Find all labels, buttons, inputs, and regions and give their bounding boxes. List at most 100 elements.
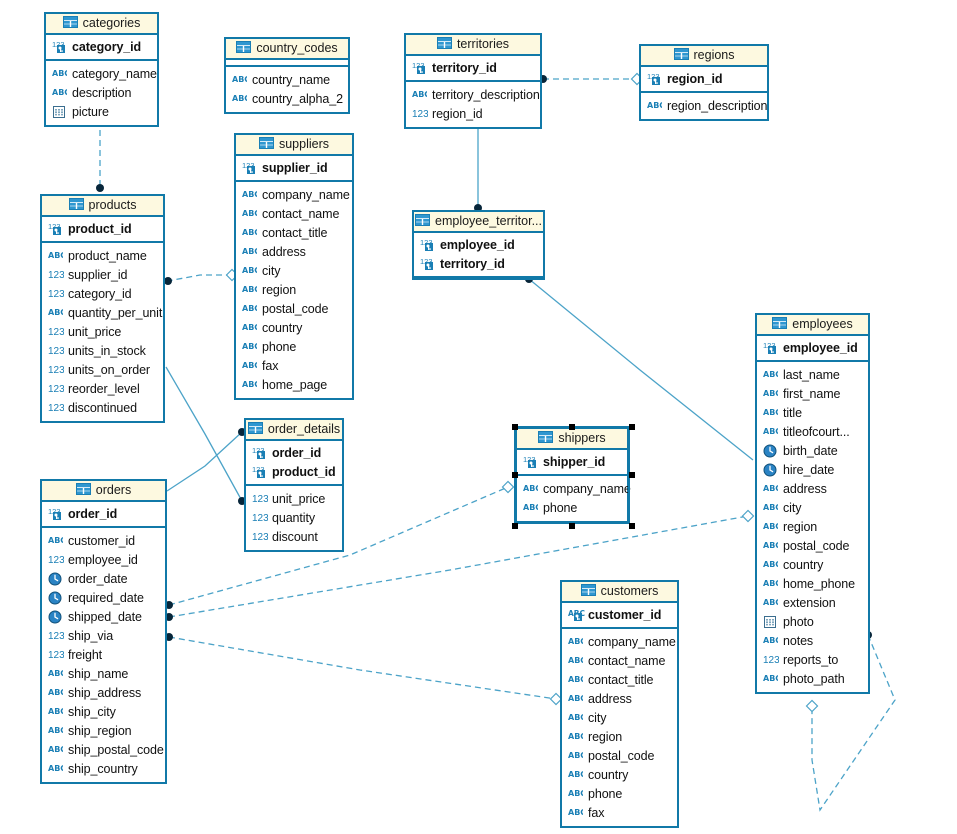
table-orders[interactable]: orders 123order_idABCcustomer_id123employ…: [40, 479, 167, 784]
table-suppliers[interactable]: suppliers123supplier_idABCcompany_nameAB…: [234, 133, 354, 400]
column-row-region[interactable]: ABCregion: [757, 517, 868, 536]
column-row-company_name[interactable]: ABCcompany_name: [517, 479, 631, 498]
column-row-contact_name[interactable]: ABCcontact_name: [562, 651, 677, 670]
column-row-postal_code[interactable]: ABCpostal_code: [562, 746, 677, 765]
table-country_codes[interactable]: country_codesABCcountry_nameABCcountry_a…: [224, 37, 350, 114]
column-row-photo[interactable]: photo: [757, 612, 868, 631]
table-header-order_details[interactable]: order_details: [246, 420, 342, 441]
column-row-ship_address[interactable]: ABCship_address: [42, 683, 165, 702]
column-row-ship_postal_code[interactable]: ABCship_postal_code: [42, 740, 165, 759]
column-row-customer_id[interactable]: ABCcustomer_id: [42, 531, 165, 550]
column-row-title[interactable]: ABCtitle: [757, 403, 868, 422]
column-row-contact_title[interactable]: ABCcontact_title: [236, 223, 352, 242]
table-products[interactable]: products 123product_idABCproduct_name123s…: [40, 194, 165, 423]
column-row-city[interactable]: ABCcity: [562, 708, 677, 727]
rel-territories-regions[interactable]: [539, 72, 644, 86]
rel-orders-customers[interactable]: [165, 633, 563, 706]
column-row-first_name[interactable]: ABCfirst_name: [757, 384, 868, 403]
table-header-customers[interactable]: customers: [562, 582, 677, 603]
table-customers[interactable]: customersABCcustomer_idABCcompany_nameAB…: [560, 580, 679, 828]
table-header-territories[interactable]: territories: [406, 35, 540, 56]
table-header-products[interactable]: products: [42, 196, 163, 217]
table-header-employee_territories[interactable]: employee_territor...: [414, 212, 543, 233]
column-row-company_name[interactable]: ABCcompany_name: [562, 632, 677, 651]
column-row-country_name[interactable]: ABCcountry_name: [226, 70, 348, 89]
column-row-category_name[interactable]: ABCcategory_name: [46, 64, 157, 83]
column-row-ship_country[interactable]: ABCship_country: [42, 759, 165, 778]
column-row-description[interactable]: ABCdescription: [46, 83, 157, 102]
column-row-fax[interactable]: ABCfax: [562, 803, 677, 822]
rel-suppliers-products[interactable]: [164, 268, 239, 286]
column-row-order_date[interactable]: order_date: [42, 569, 165, 588]
column-row-ship_name[interactable]: ABCship_name: [42, 664, 165, 683]
column-row-ship_region[interactable]: ABCship_region: [42, 721, 165, 740]
column-row-required_date[interactable]: required_date: [42, 588, 165, 607]
table-header-suppliers[interactable]: suppliers: [236, 135, 352, 156]
table-territories[interactable]: territories 123territory_idABCterritory_d…: [404, 33, 542, 129]
column-row-address[interactable]: ABCaddress: [757, 479, 868, 498]
column-row-region[interactable]: ABCregion: [236, 280, 352, 299]
column-row-region_description[interactable]: ABCregion_description: [641, 96, 767, 115]
column-row-birth_date[interactable]: birth_date: [757, 441, 868, 460]
column-row-country_alpha_2[interactable]: ABCcountry_alpha_2: [226, 89, 348, 108]
column-row-address[interactable]: ABCaddress: [562, 689, 677, 708]
column-row-photo_path[interactable]: ABCphoto_path: [757, 669, 868, 688]
column-row-country[interactable]: ABCcountry: [757, 555, 868, 574]
table-categories[interactable]: categories 123category_idABCcategory_name…: [44, 12, 159, 127]
column-row-country[interactable]: ABCcountry: [236, 318, 352, 337]
column-row-contact_name[interactable]: ABCcontact_name: [236, 204, 352, 223]
column-row-phone[interactable]: ABCphone: [562, 784, 677, 803]
column-row-product_name[interactable]: ABCproduct_name: [42, 246, 163, 265]
column-row-phone[interactable]: ABCphone: [236, 337, 352, 356]
column-row-territory_description[interactable]: ABCterritory_description: [406, 85, 540, 104]
table-header-country_codes[interactable]: country_codes: [226, 39, 348, 60]
table-header-employees[interactable]: employees: [757, 315, 868, 336]
column-row-city[interactable]: ABCcity: [757, 498, 868, 517]
column-row-phone[interactable]: ABCphone: [517, 498, 627, 517]
column-row-titleofcourt...[interactable]: ABCtitleofcourt...: [757, 422, 868, 441]
column-row-country[interactable]: ABCcountry: [562, 765, 677, 784]
column-row-company_name[interactable]: ABCcompany_name: [236, 185, 352, 204]
table-header-regions[interactable]: regions: [641, 46, 767, 67]
table-header-orders[interactable]: orders: [42, 481, 165, 502]
column-row-contact_title[interactable]: ABCcontact_title: [562, 670, 677, 689]
table-header-shippers[interactable]: shippers: [517, 429, 627, 450]
table-header-categories[interactable]: categories: [46, 14, 157, 35]
column-row-postal_code[interactable]: ABCpostal_code: [236, 299, 352, 318]
column-row-home_page[interactable]: ABChome_page: [236, 375, 352, 394]
column-row-extension[interactable]: ABCextension: [757, 593, 868, 612]
column-row-shipped_date[interactable]: shipped_date: [42, 607, 165, 626]
rel-territories-employee-territories[interactable]: [474, 124, 482, 212]
column-row-address[interactable]: ABCaddress: [236, 242, 352, 261]
column-row-city[interactable]: ABCcity: [236, 261, 352, 280]
